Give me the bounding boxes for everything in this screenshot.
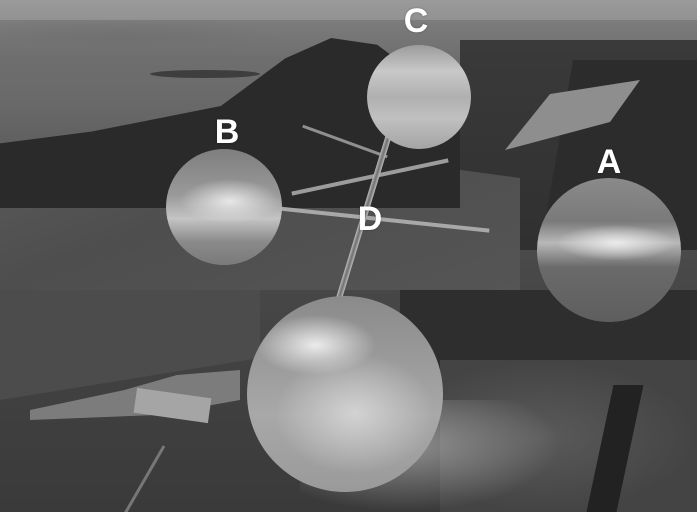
marker-label-a: A bbox=[596, 143, 622, 181]
marker-label-b: B bbox=[214, 113, 240, 151]
highlight-circle-b bbox=[166, 149, 282, 265]
highlight-circle-a bbox=[537, 178, 681, 322]
marker-label-c: C bbox=[403, 2, 429, 40]
highlight-circle-c bbox=[367, 45, 471, 149]
highlight-circle-d bbox=[247, 296, 443, 492]
marker-label-d: D bbox=[357, 200, 383, 238]
valley-tree-strip bbox=[150, 70, 260, 78]
